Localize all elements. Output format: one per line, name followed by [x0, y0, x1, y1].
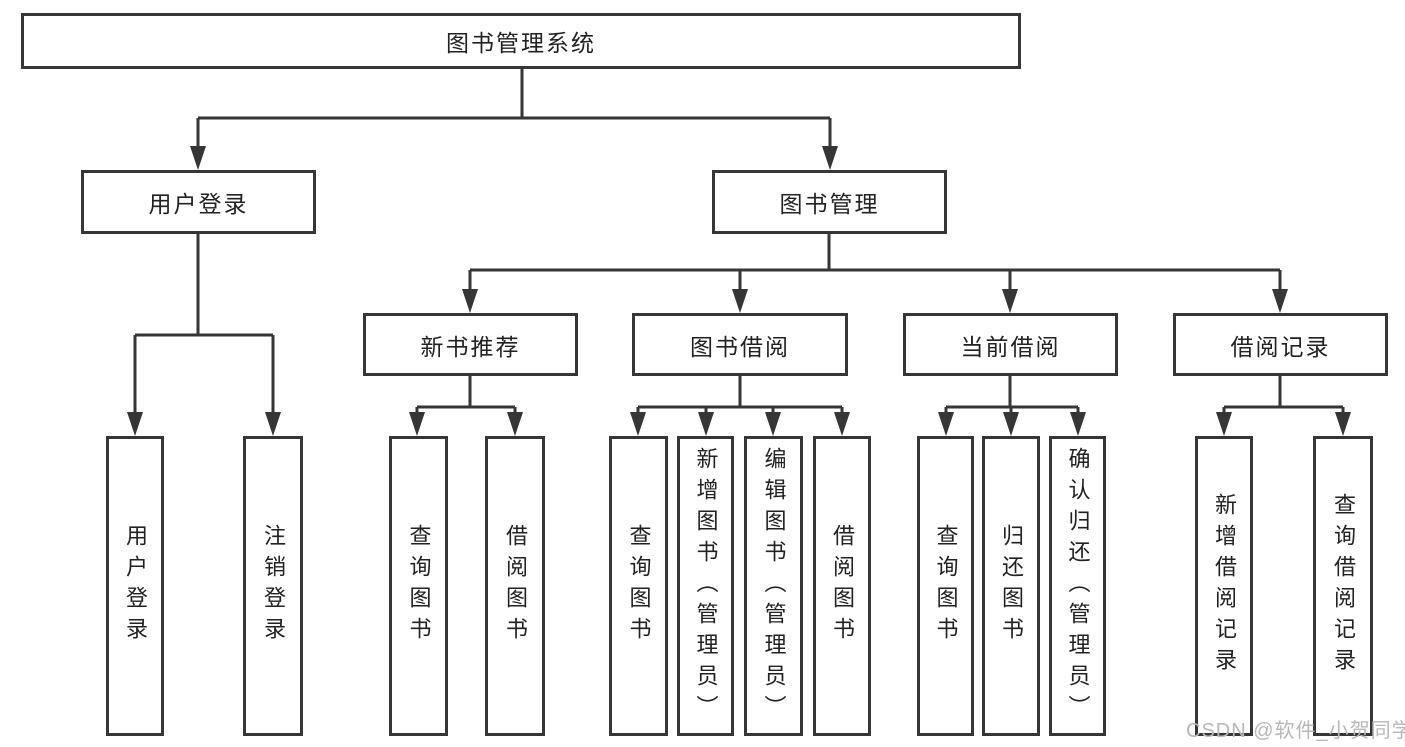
arrowhead [834, 412, 850, 436]
node-leaf-newbooks-borrow: 借阅图书 [485, 436, 545, 736]
arrowhead [1216, 412, 1232, 436]
node-leaf-bookborrow-add: 新增图书（管理员） [677, 436, 734, 736]
node-group-current-borrow: 当前借阅 [903, 313, 1118, 376]
arrowhead [822, 146, 838, 170]
leaf-label: 借阅图书 [830, 524, 855, 648]
node-leaf-bookborrow-edit: 编辑图书（管理员） [744, 436, 803, 736]
arrowhead [462, 289, 478, 313]
arrowhead [409, 412, 425, 436]
leaf-label: 查询图书 [626, 524, 652, 648]
node-group-book-borrow: 图书借阅 [632, 313, 848, 376]
node-leaf-records-query: 查询借阅记录 [1313, 436, 1373, 736]
leaf-label: 新增图书（管理员） [693, 446, 719, 726]
node-branch-book-management: 图书管理 [712, 170, 947, 234]
arrowhead [630, 412, 646, 436]
node-leaf-user-login: 用户登录 [106, 436, 164, 736]
node-leaf-records-add: 新增借阅记录 [1195, 436, 1253, 736]
node-leaf-currentborrow-confirm: 确认归还（管理员） [1049, 436, 1106, 736]
leaf-label: 编辑图书（管理员） [761, 446, 787, 726]
arrowhead [765, 412, 781, 436]
node-branch-user-login: 用户登录 [81, 170, 316, 234]
leaf-label: 注销登录 [261, 524, 286, 648]
leaf-label: 归还图书 [999, 524, 1024, 648]
leaf-label: 确认归还（管理员） [1065, 446, 1091, 726]
arrowhead [265, 412, 281, 436]
node-leaf-bookborrow-borrow: 借阅图书 [813, 436, 871, 736]
node-leaf-currentborrow-query: 查询图书 [917, 436, 974, 736]
leaf-label: 用户登录 [123, 524, 148, 648]
node-group-borrow-records: 借阅记录 [1173, 313, 1388, 376]
arrowhead [1070, 412, 1086, 436]
arrowhead [1272, 289, 1288, 313]
leaf-label: 查询图书 [406, 524, 432, 648]
node-root-system: 图书管理系统 [21, 13, 1021, 69]
arrowhead [938, 412, 954, 436]
arrowhead [1335, 412, 1351, 436]
node-leaf-bookborrow-query: 查询图书 [609, 436, 668, 736]
leaf-label: 借阅图书 [503, 524, 528, 648]
node-leaf-user-logout: 注销登录 [243, 436, 303, 736]
arrowhead [507, 412, 523, 436]
leaf-label: 查询图书 [933, 524, 959, 648]
leaf-label: 查询借阅记录 [1331, 493, 1356, 679]
arrowhead [698, 412, 714, 436]
node-leaf-currentborrow-return: 归还图书 [982, 436, 1040, 736]
arrowhead [732, 289, 748, 313]
arrowhead [1003, 412, 1019, 436]
node-leaf-newbooks-query: 查询图书 [389, 436, 448, 736]
csdn-watermark: CSDN @软件_小贺同学 [1186, 720, 1405, 742]
arrowhead [127, 412, 143, 436]
leaf-label: 新增借阅记录 [1212, 493, 1237, 679]
arrowhead [190, 146, 206, 170]
arrowhead [1002, 289, 1018, 313]
node-group-new-books: 新书推荐 [363, 313, 578, 376]
